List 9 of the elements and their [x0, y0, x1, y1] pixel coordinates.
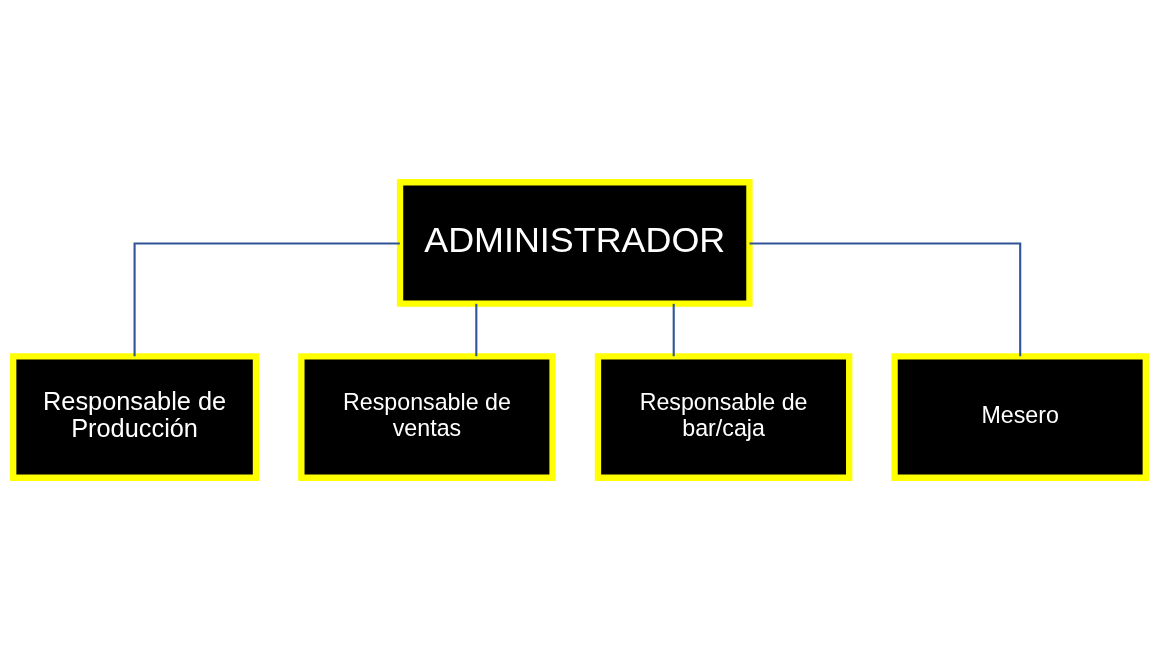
- connector: [749, 241, 1022, 356]
- connector: [133, 241, 400, 356]
- connector: [475, 303, 478, 356]
- node-box: ADMINISTRADOR: [396, 178, 753, 307]
- node-box: Mesero: [891, 352, 1149, 481]
- node-box: Responsable de bar/caja: [594, 352, 853, 481]
- node-box: Responsable de Producción: [10, 352, 260, 481]
- connector: [672, 303, 675, 356]
- node-box: Responsable de ventas: [298, 352, 556, 481]
